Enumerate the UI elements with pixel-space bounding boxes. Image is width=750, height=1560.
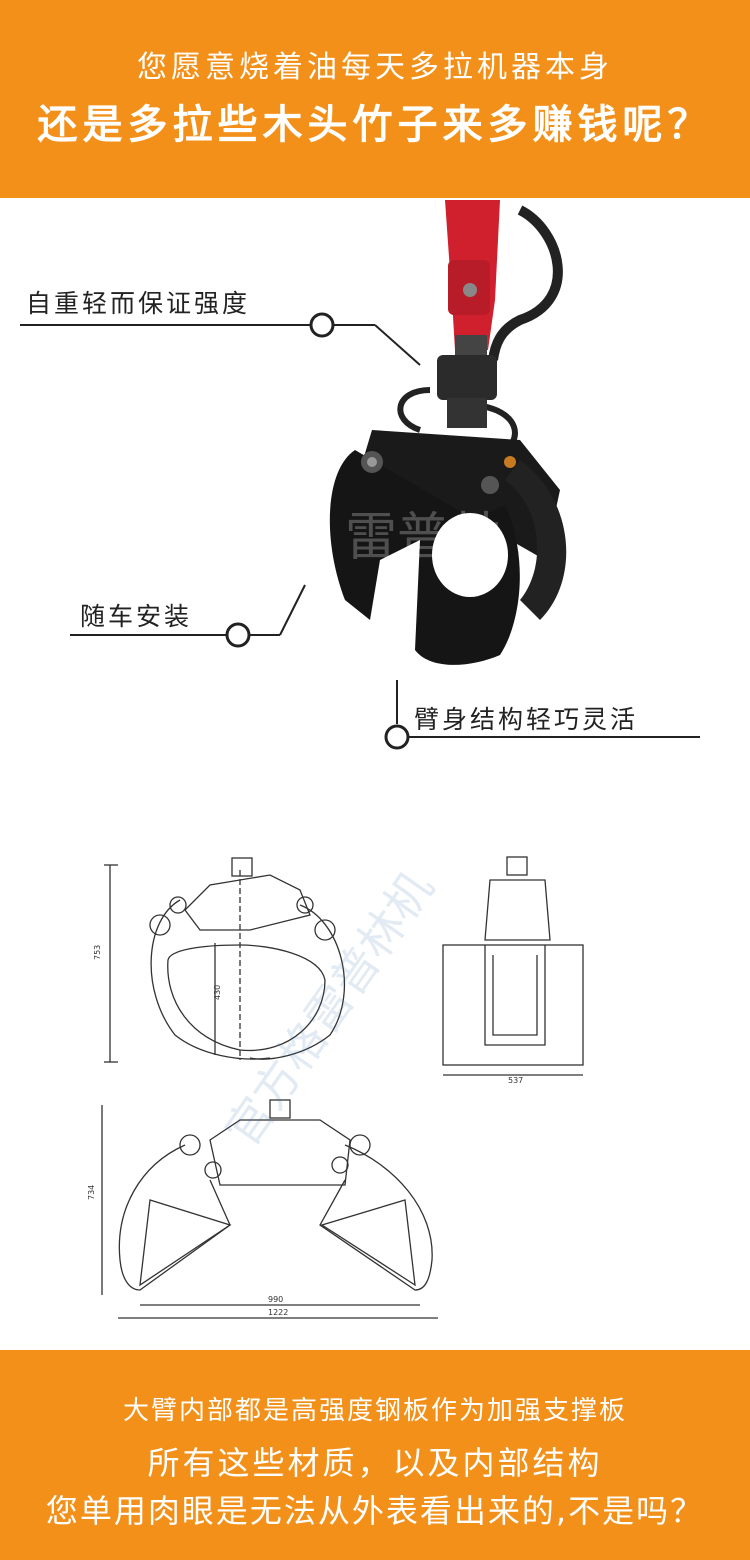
top-banner: 您愿意烧着油每天多拉机器本身 还是多拉些木头竹子来多赚钱呢？ xyxy=(0,0,750,198)
bottom-banner: 大臂内部都是高强度钢板作为加强支撑板 所有这些材质，以及内部结构 您单用肉眼是无… xyxy=(0,1350,750,1560)
drawing-open-front xyxy=(101,1099,438,1319)
callout-vehicle-mount: 随车安装 xyxy=(80,602,193,631)
footer-line-2: 所有这些材质，以及内部结构 xyxy=(147,1444,603,1482)
dim-width-open: 1222 xyxy=(268,1308,288,1317)
header-line-1: 您愿意烧着油每天多拉机器本身 xyxy=(137,50,613,85)
callout-lines xyxy=(20,324,700,738)
callout-dots xyxy=(225,312,410,750)
dim-height-open: 734 xyxy=(87,1185,96,1200)
dim-height-closed: 753 xyxy=(93,945,102,960)
callout-compact-arm: 臂身结构轻巧灵活 xyxy=(414,705,639,734)
drawing-watermark: 官方格雷普林机 xyxy=(215,862,444,1157)
header-line-2: 还是多拉些木头竹子来多赚钱呢？ xyxy=(37,102,713,148)
footer-line-1: 大臂内部都是高强度钢板作为加强支撑板 xyxy=(122,1396,627,1426)
grapple-body xyxy=(329,430,567,665)
dim-inner: 430 xyxy=(213,985,222,1000)
dim-width-side: 537 xyxy=(508,1076,523,1085)
dim-inner-open: 990 xyxy=(268,1295,283,1304)
drawing-side xyxy=(442,856,584,1076)
rotator xyxy=(437,355,497,400)
callout-light-weight: 自重轻而保证强度 xyxy=(26,289,251,318)
red-arm xyxy=(445,200,500,355)
photo-watermark: 雷普林 xyxy=(345,508,501,568)
drawing-closed-front xyxy=(104,857,346,1063)
footer-line-3: 您单用肉眼是无法从外表看出来的,不是吗？ xyxy=(45,1492,705,1530)
